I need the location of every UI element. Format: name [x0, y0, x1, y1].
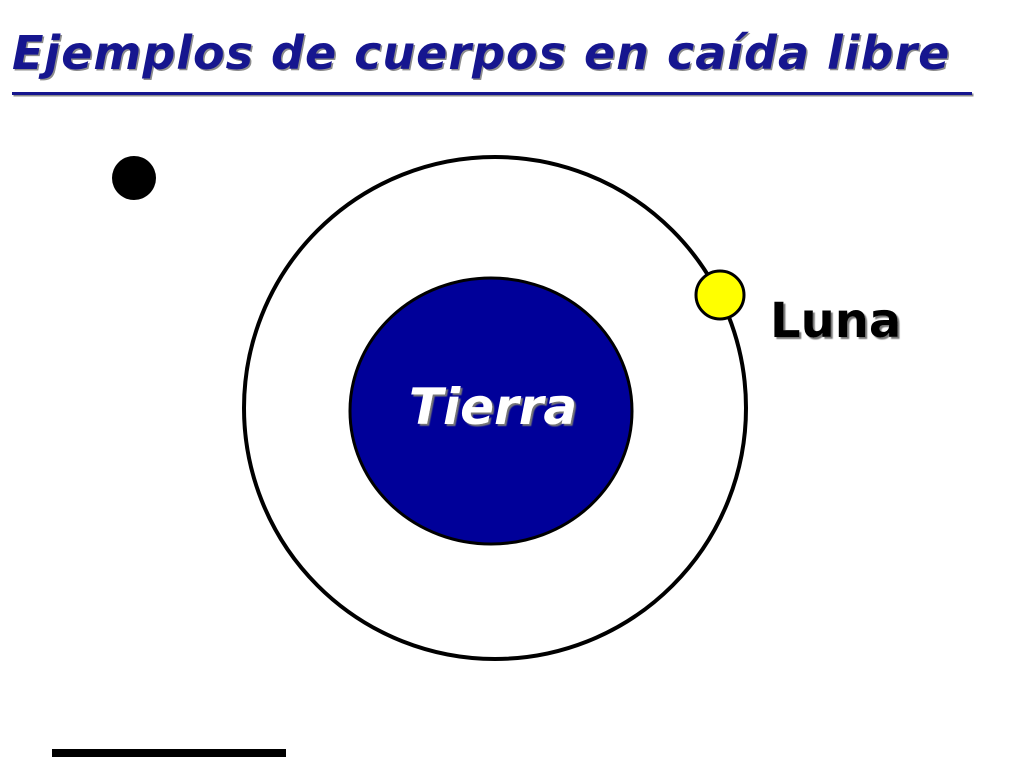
earth-label: Tierra	[409, 378, 577, 436]
falling-object-dot	[112, 156, 156, 200]
moon-circle	[694, 269, 746, 321]
slide-title: Ejemplos de cuerpos en caída libre	[12, 26, 951, 80]
ground-line	[52, 749, 286, 757]
earth-circle	[348, 276, 634, 546]
moon-label: Luna	[770, 293, 901, 349]
title-underline	[12, 92, 972, 95]
moon-orbit	[242, 155, 748, 661]
